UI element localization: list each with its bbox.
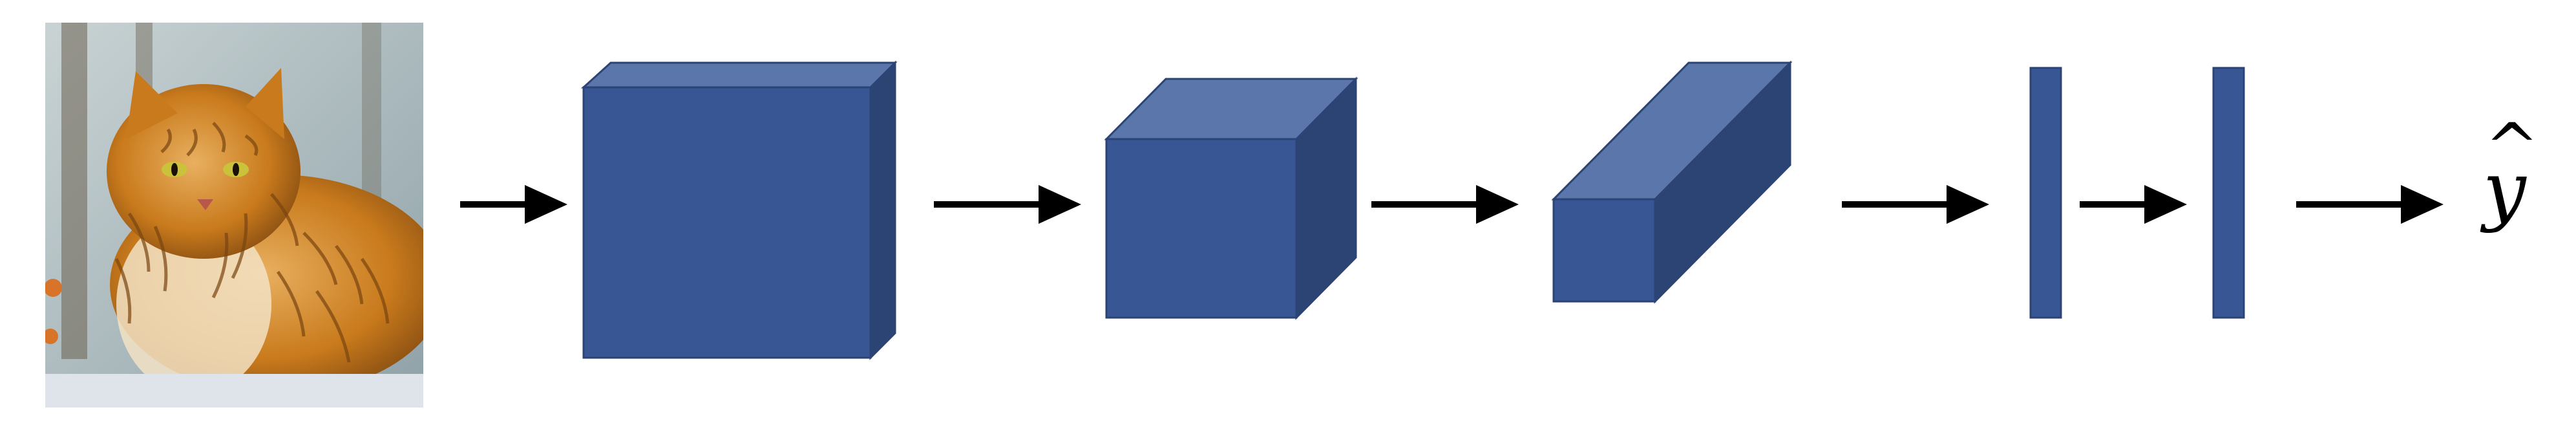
block-top-face xyxy=(581,61,898,89)
cat-pupil xyxy=(233,163,239,176)
cat-ear xyxy=(126,71,178,139)
arrow xyxy=(2296,185,2444,224)
fur-streak xyxy=(211,232,229,299)
fur-streak xyxy=(302,232,338,285)
fur-streak xyxy=(360,257,390,324)
output-y-hat: ^ y xyxy=(2480,109,2539,234)
fur-streak xyxy=(114,257,132,324)
arrow xyxy=(460,185,567,224)
cat-pupil xyxy=(171,163,178,176)
input-image xyxy=(45,23,423,408)
fur-streak xyxy=(186,128,198,157)
fur-streak xyxy=(244,134,259,157)
background-tree xyxy=(362,23,381,204)
cat-nose xyxy=(197,199,213,210)
fc-layer-2 xyxy=(2212,67,2245,319)
cat-ear xyxy=(246,68,284,139)
block-front-face xyxy=(1105,138,1298,319)
conv-block-1 xyxy=(580,60,898,360)
fur-streak xyxy=(335,245,364,305)
conv-block-3 xyxy=(1551,60,1793,304)
fur-streak xyxy=(315,290,351,363)
fur-streak xyxy=(127,212,151,272)
conv-block-2 xyxy=(1104,76,1358,320)
arrow xyxy=(2080,185,2187,224)
arrow xyxy=(1842,185,1989,224)
background-tree xyxy=(61,23,87,359)
fur-streak xyxy=(212,122,226,153)
fur-streak xyxy=(153,225,168,292)
block-front-face xyxy=(1552,198,1656,303)
flower xyxy=(45,329,58,344)
block-side-face xyxy=(869,60,896,360)
block-front-face xyxy=(582,86,872,359)
output-hat-symbol: ^ xyxy=(2485,109,2539,185)
arrow xyxy=(934,185,1081,224)
snow-ledge xyxy=(45,374,423,408)
arrow xyxy=(1371,185,1519,224)
flower xyxy=(45,279,62,297)
fur-streak xyxy=(270,193,299,246)
output-symbol: y xyxy=(2480,145,2527,234)
fc-layer-1 xyxy=(2029,67,2062,319)
cat-head xyxy=(107,84,301,259)
fur-streak xyxy=(160,128,172,153)
cat-chest xyxy=(116,213,271,395)
fur-texture xyxy=(114,122,390,363)
fur-streak xyxy=(231,213,248,279)
fur-streak xyxy=(276,270,306,337)
